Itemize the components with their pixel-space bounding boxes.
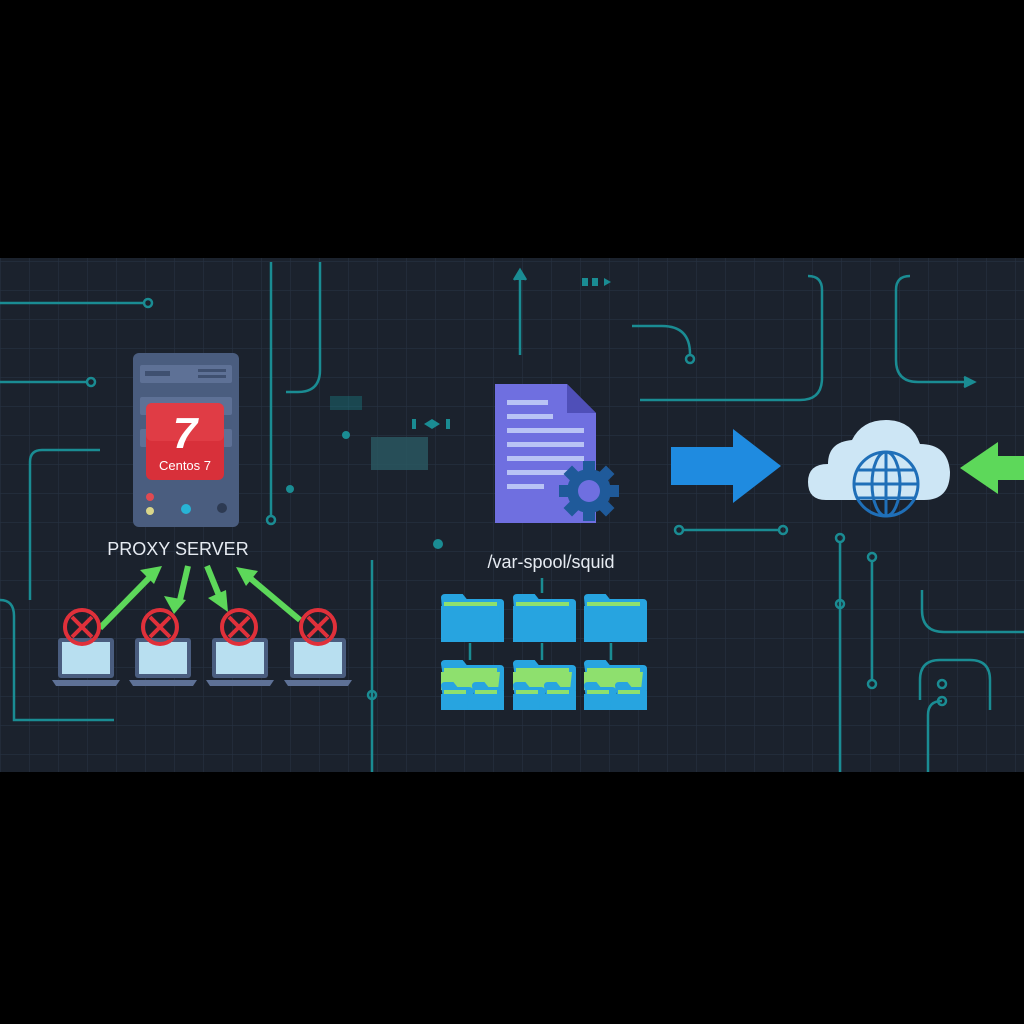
circuit-nodes (286, 278, 611, 549)
cache-path-label: /var-spool/squid (487, 552, 614, 572)
forward-arrow-icon (671, 429, 781, 503)
blocked-x-icon (141, 608, 179, 646)
blocked-x-icon (220, 608, 258, 646)
gear-icon (559, 461, 619, 521)
blocked-x-icon (63, 608, 101, 646)
subfolder-icon (584, 682, 616, 710)
laptop-icon (284, 638, 352, 686)
status-led-red (146, 493, 154, 501)
laptop-icon (129, 638, 197, 686)
arrow-down-icon (208, 590, 228, 612)
folder-icon (513, 594, 576, 642)
centos-badge-glyph: 7 (173, 409, 200, 458)
status-led-cyan (181, 504, 191, 514)
arrow-up-icon (236, 567, 258, 586)
subfolder-icon (441, 682, 473, 710)
centos-badge-label: Centos 7 (159, 458, 211, 473)
status-led-off (217, 503, 227, 513)
client-traffic-arrows (97, 564, 302, 631)
proxy-server-label: PROXY SERVER (107, 539, 248, 559)
status-led-yellow (146, 507, 154, 515)
subfolder-icon (513, 682, 545, 710)
arrow-down-icon (164, 596, 186, 614)
folder-icon (441, 594, 504, 642)
client-laptops (52, 638, 352, 686)
folder-icon (584, 594, 647, 642)
laptop-icon (206, 638, 274, 686)
subfolder-icon (615, 682, 647, 710)
subfolder-icon (544, 682, 576, 710)
circuit-traces (0, 262, 1024, 772)
subfolder-icon (472, 682, 504, 710)
incoming-arrow-icon (960, 442, 1024, 494)
laptop-icon (52, 638, 120, 686)
blocked-x-icon (299, 608, 337, 646)
centos-badge: 7 Centos 7 (146, 403, 224, 480)
folder-tree-connectors (468, 578, 613, 660)
arrow-up-icon (140, 566, 162, 584)
cloud-globe-icon (808, 420, 950, 518)
blocked-marks (63, 608, 337, 646)
cache-folders (441, 594, 647, 710)
